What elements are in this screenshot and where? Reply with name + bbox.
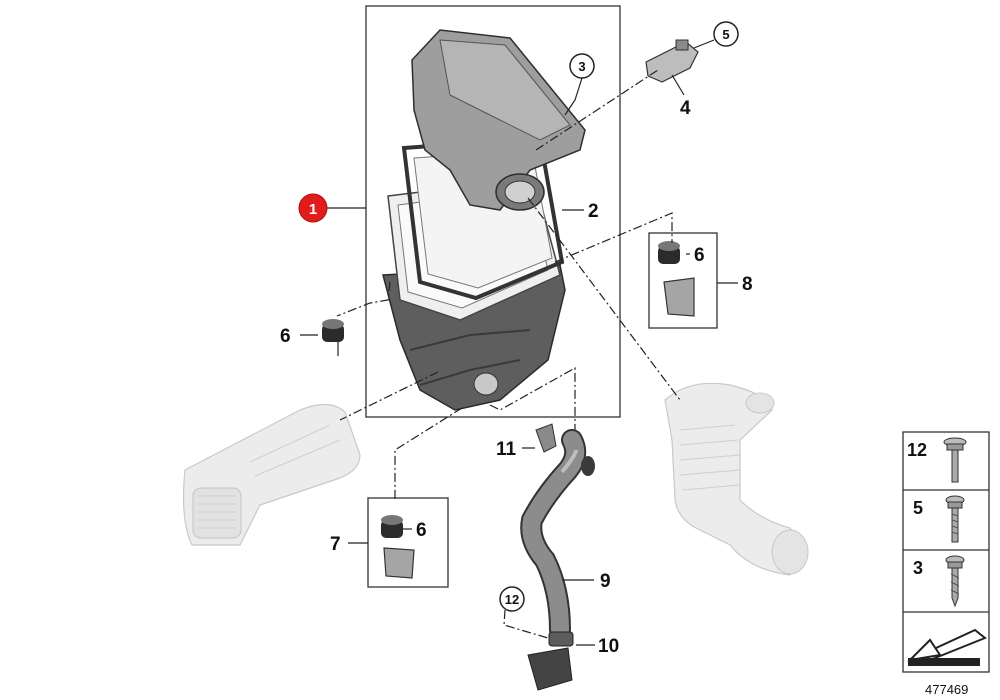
grommet-box8 xyxy=(658,241,680,264)
callout-6-box7: 6 xyxy=(416,520,427,541)
bracket-box8 xyxy=(663,277,695,317)
callout-label-3: 3 xyxy=(578,59,585,74)
flange-screw-icon xyxy=(943,437,967,483)
direction-arrow-icon xyxy=(907,628,987,666)
airflow-sensor xyxy=(645,39,699,83)
bracket-box7 xyxy=(383,547,415,579)
filter-housing-cover xyxy=(411,29,586,211)
callout-4: 4 xyxy=(680,98,691,119)
callout-5: 5 xyxy=(713,21,739,47)
callout-11: 11 xyxy=(496,439,517,460)
assembly-lines xyxy=(336,69,681,639)
ghost-outlet-hose xyxy=(664,382,809,576)
assembly-frame xyxy=(365,5,621,418)
callout-6-box8: 6 xyxy=(694,245,705,266)
ghost-intake-duct xyxy=(182,403,361,546)
callout-6-left: 6 xyxy=(280,326,291,347)
diagram-reference-number: 477469 xyxy=(925,682,968,697)
callout-3: 3 xyxy=(569,53,595,79)
callout-10: 10 xyxy=(598,636,619,657)
fastener-legend: 12 5 3 xyxy=(902,431,990,673)
callout-2: 2 xyxy=(588,201,599,222)
connector-10 xyxy=(527,631,574,691)
self-tapping-screw-icon xyxy=(945,555,965,608)
intake-pipe xyxy=(520,429,595,641)
callout-9: 9 xyxy=(600,571,611,592)
group-box-8 xyxy=(648,232,718,329)
callout-8: 8 xyxy=(742,274,753,295)
leader-lines xyxy=(300,39,738,646)
callout-12: 12 xyxy=(499,586,525,612)
grommet-left xyxy=(322,319,344,342)
callout-label-12: 12 xyxy=(505,592,519,607)
highlight-circle xyxy=(298,193,328,223)
callout-label-1: 1 xyxy=(309,201,317,218)
machine-screw-icon xyxy=(945,495,965,543)
clip-11 xyxy=(535,423,557,453)
grommet-box7 xyxy=(381,515,403,538)
callout-label-5: 5 xyxy=(722,27,729,42)
legend-item-3-number: 3 xyxy=(913,558,923,578)
legend-item-5-number: 5 xyxy=(913,498,923,518)
callout-1: 1 xyxy=(298,193,328,223)
legend-item-12-number: 12 xyxy=(907,440,927,460)
callout-7: 7 xyxy=(330,534,341,555)
